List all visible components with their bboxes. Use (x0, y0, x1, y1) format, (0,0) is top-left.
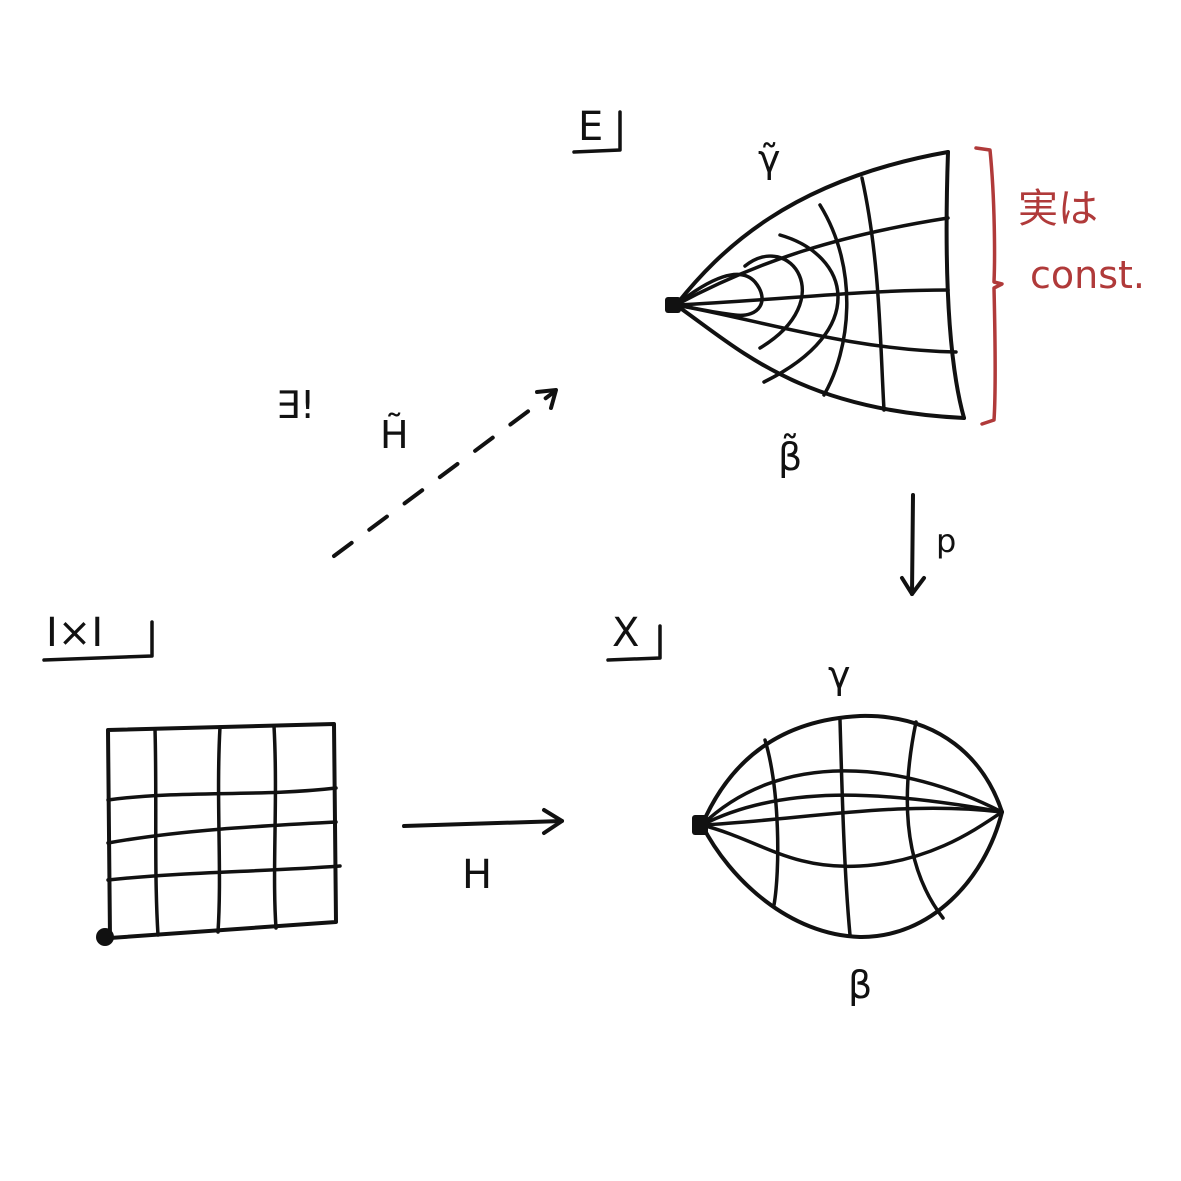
lifted-homotopy-label: H̃ (380, 413, 409, 457)
lens-grid (700, 713, 1004, 940)
basepoint-fan (665, 297, 681, 313)
square-label-underline (42, 620, 154, 662)
total-space-label-underline (572, 110, 622, 154)
note-line-1: 実は (1018, 186, 1098, 232)
basepoint-lens (692, 815, 708, 835)
homotopy-arrow (402, 808, 564, 835)
lifted-homotopy-arrow (332, 388, 558, 558)
total-space-label: E (578, 104, 603, 150)
square-label: I×I (46, 610, 103, 656)
projection-arrow (900, 493, 926, 596)
homotopy-label: H (462, 852, 492, 898)
unique-exists-label: ∃! (276, 383, 315, 427)
gamma-lift-label: γ̃ (758, 137, 781, 181)
beta-lift-label: β̃ (778, 434, 802, 479)
projection-label: p (936, 522, 956, 560)
beta-label: β (848, 963, 872, 1007)
base-space-label: X (612, 610, 639, 656)
constant-bracket (974, 146, 1004, 426)
square-grid (106, 722, 342, 940)
base-space-label-underline (606, 624, 662, 662)
fan-grid (674, 150, 966, 420)
gamma-label: γ (828, 653, 851, 697)
note-line-2: const. (1030, 253, 1145, 297)
basepoint-square (96, 928, 114, 946)
